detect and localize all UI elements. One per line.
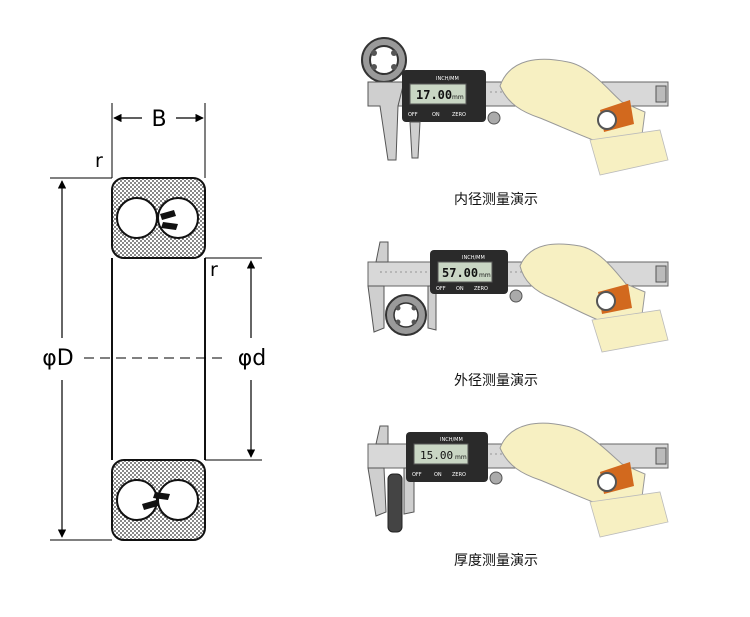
caliper-demo-inner: INCH/MM 17.00 mm OFF ON ZERO	[361, 37, 669, 176]
width-label: B	[151, 107, 166, 132]
radius-label-inner: r	[210, 259, 218, 281]
bearing-side-icon	[387, 473, 403, 533]
unit-mode-label: INCH/MM	[440, 437, 463, 443]
lcd-display	[437, 261, 493, 283]
cage-bottom	[153, 492, 170, 500]
sleeve	[589, 491, 669, 538]
ball-bottom-right	[157, 479, 199, 521]
fixed-jaw	[367, 467, 387, 517]
lcd-reading: 15.00	[420, 449, 453, 462]
outer-diameter-label: φD	[42, 346, 73, 371]
sleeve	[591, 309, 669, 353]
caption-inner-measure: 内径测量演示	[454, 192, 538, 208]
thumb-wheel	[487, 111, 501, 125]
watch-icon	[596, 291, 616, 311]
unit-mode-label: INCH/MM	[462, 255, 485, 261]
caliper-demo-outer: INCH/MM 57.00 mm OFF ON ZERO	[367, 241, 669, 353]
off-button-label: OFF	[436, 286, 446, 292]
lcd-display	[409, 83, 467, 105]
unit-mode-label: INCH/MM	[436, 76, 459, 82]
thumb-wheel	[509, 289, 523, 303]
fixed-jaw	[367, 81, 405, 161]
off-button-label: OFF	[412, 472, 422, 478]
bearing-cross-section: B r r φD φd	[42, 103, 266, 541]
sleeve	[589, 129, 669, 176]
zero-button-label: ZERO	[452, 112, 466, 118]
watch-icon	[597, 110, 617, 130]
on-button-label: ON	[456, 286, 464, 292]
fixed-jaw	[367, 285, 385, 333]
lcd-display	[413, 443, 469, 465]
lcd-unit: mm	[479, 272, 491, 279]
thumb-wheel	[489, 471, 503, 485]
caption-thickness-measure: 厚度测量演示	[454, 553, 538, 569]
lcd-unit: mm	[452, 94, 464, 101]
zero-button-label: ZERO	[452, 472, 466, 478]
caliper-demo-thickness: INCH/MM 15.00 mm OFF ON ZERO	[367, 422, 669, 538]
radius-label-top: r	[95, 150, 103, 172]
watch-icon	[597, 472, 617, 492]
on-button-label: ON	[432, 112, 440, 118]
ball-top-left	[116, 197, 158, 239]
caption-outer-measure: 外径测量演示	[454, 373, 538, 389]
lcd-reading: 57.00	[442, 266, 478, 280]
lcd-reading: 17.00	[416, 88, 452, 102]
zero-button-label: ZERO	[474, 286, 488, 292]
inner-diameter-label: φd	[238, 346, 266, 371]
cage-top	[160, 210, 176, 220]
ball-bottom-left	[116, 479, 158, 521]
lcd-unit: mm	[455, 454, 467, 461]
on-button-label: ON	[434, 472, 442, 478]
sliding-jaw	[409, 121, 421, 159]
off-button-label: OFF	[408, 112, 418, 118]
